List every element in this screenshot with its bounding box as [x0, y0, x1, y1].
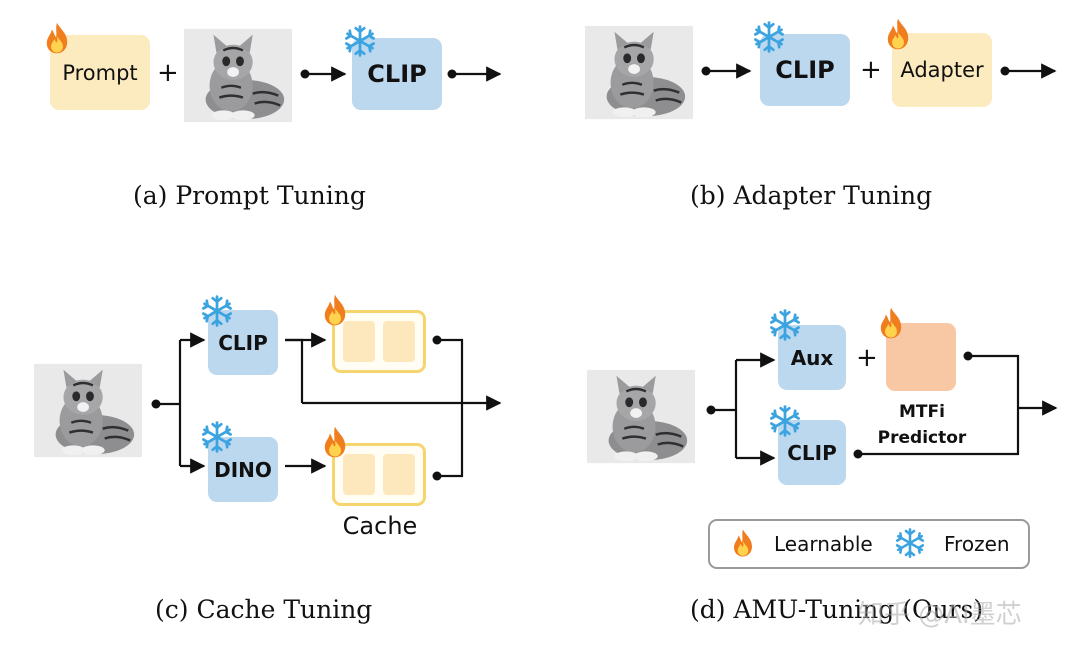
caption-a: (a) Prompt Tuning — [133, 181, 366, 210]
clip-box: CLIP — [352, 38, 442, 110]
flame-icon — [728, 527, 758, 559]
legend: Learnable Frozen — [708, 519, 1030, 569]
cat-image — [585, 25, 693, 120]
dino-box: DINO — [208, 437, 278, 502]
snowflake-icon — [343, 24, 377, 58]
cat-image — [184, 28, 292, 123]
plus-sign: + — [860, 55, 882, 85]
adapter-box: Adapter — [892, 33, 992, 107]
snowflake-icon — [768, 404, 802, 438]
flame-icon — [318, 292, 352, 328]
snowflake-icon — [200, 420, 234, 454]
caption-b: (b) Adapter Tuning — [690, 181, 933, 210]
cache-label: Cache — [342, 512, 418, 540]
flame-icon — [318, 424, 352, 460]
clip-box: CLIP — [760, 34, 850, 106]
plus-sign: + — [157, 58, 179, 88]
snowflake-icon — [752, 20, 786, 54]
predictor-label-line2: Predictor — [877, 428, 967, 448]
cache-block-bottom — [332, 443, 426, 506]
snowflake-icon — [894, 527, 926, 559]
caption-d: (d) AMU-Tuning (Ours) — [690, 595, 984, 624]
snowflake-icon — [200, 294, 234, 328]
predictor-label-line1: MTFi — [899, 402, 945, 422]
cache-block-top — [332, 310, 426, 373]
clip-box: CLIP — [778, 420, 846, 485]
snowflake-icon — [768, 308, 802, 342]
watermark: 知乎 @AI墨芯 — [858, 600, 1022, 630]
plus-sign: + — [856, 343, 878, 373]
flame-icon — [881, 16, 915, 52]
cat-image — [587, 369, 695, 464]
cat-image — [34, 363, 142, 458]
caption-c: (c) Cache Tuning — [155, 595, 373, 624]
aux-box: Aux — [778, 325, 846, 390]
legend-learnable-label: Learnable — [774, 532, 873, 556]
prompt-box: Prompt — [50, 35, 150, 110]
flame-icon — [40, 20, 74, 56]
legend-frozen-label: Frozen — [944, 532, 1010, 556]
flame-icon — [874, 305, 908, 341]
